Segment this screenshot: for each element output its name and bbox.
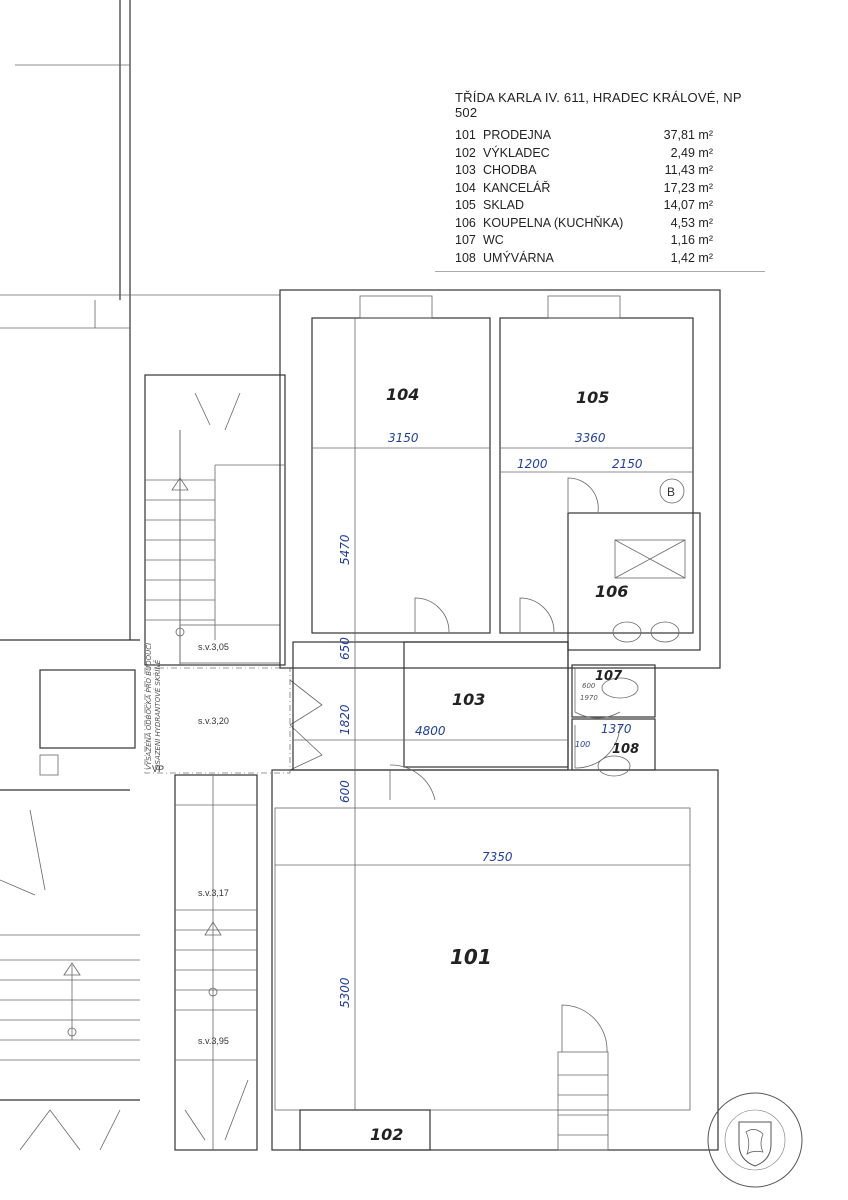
washbasin-icon (597, 755, 631, 777)
staircase-lower: s.v.3,17 s.v.3,95 (174, 774, 258, 1151)
landing: s.v.3,20 VYSAZENÁ ODBOČKA PRO BUDOUCÍ OS… (144, 642, 323, 774)
dimension-label: 7350 (482, 850, 513, 864)
room-name: PRODEJNA (483, 128, 552, 142)
stair-level-label: s.v.3,17 (198, 888, 229, 898)
room-name: KANCELÁŘ (483, 180, 551, 195)
sink-icon (612, 621, 642, 643)
dimension-label: 3150 (388, 431, 419, 445)
legend-title: TŘÍDA KARLA IV. 611, HRADEC KRÁLOVÉ, NP … (455, 90, 742, 120)
engineer-stamp (707, 1092, 803, 1188)
left-stairs (0, 809, 140, 1151)
dimension-label: 1200 (517, 457, 548, 471)
room-area: 1,16 m² (670, 233, 713, 247)
room-label-106: 106 (595, 582, 628, 601)
room-name: SKLAD (483, 198, 524, 212)
room-name: KOUPELNA (KUCHŇKA) (483, 215, 624, 230)
room-area: 37,81 m² (663, 128, 713, 142)
room-area: 1,42 m² (670, 250, 713, 265)
legend-row: 102 VÝKLADEC 2,49 m² (455, 146, 765, 164)
legend-row: 106 KOUPELNA (KUCHŇKA) 4,53 m² (455, 216, 765, 234)
door-size-label: 1970 (580, 694, 598, 702)
room-name: CHODBA (483, 163, 537, 177)
room-name: UMÝVÁRNA (483, 250, 554, 265)
room-label-108: 108 (612, 742, 639, 757)
hydrant-note: VYSAZENÁ ODBOČKA PRO BUDOUCÍ (144, 642, 153, 770)
door-size-label: 600 (582, 682, 596, 690)
legend-row: 104 KANCELÁŘ 17,23 m² (455, 181, 765, 199)
dimension-labels: 3150 3360 1200 2150 5470 650 1820 4800 6… (338, 431, 643, 1008)
dimension-label: 1370 (601, 722, 632, 736)
room-code: 101 (455, 128, 476, 142)
room-area: 4,53 m² (670, 215, 713, 230)
room-area: 14,07 m² (663, 198, 713, 212)
dimension-label: 3360 (575, 431, 606, 445)
room-label-101: 101 (450, 945, 492, 969)
room-code: 105 (455, 198, 476, 212)
stair-level-label: s.v.3,20 (198, 716, 229, 726)
sink-icon (650, 621, 680, 643)
dimension-label: 1820 (338, 704, 352, 735)
fixtures: B (597, 478, 685, 777)
room-code: 107 (455, 233, 476, 247)
room-schedule: TŘÍDA KARLA IV. 611, HRADEC KRÁLOVÉ, NP … (455, 90, 765, 268)
room-name: VÝKLADEC (483, 145, 550, 160)
room-label-102: 102 (370, 1125, 403, 1144)
staircase-upper: s.v.3,05 (144, 374, 286, 666)
doors (389, 477, 621, 1053)
legend-divider (435, 271, 765, 272)
toilet-icon (601, 677, 639, 699)
boiler-icon (659, 478, 685, 504)
room-name: WC (483, 233, 504, 247)
dimension-lines (275, 318, 693, 1110)
dimension-label: 5300 (338, 977, 352, 1008)
room-code: 106 (455, 215, 476, 230)
stair-level-label: s.v.3,05 (198, 642, 229, 652)
dimension-label: 5470 (338, 534, 352, 565)
dimension-label: 4800 (415, 724, 446, 738)
room-area: 2,49 m² (670, 145, 713, 160)
legend-row: 108 UMÝVÁRNA 1,42 m² (455, 251, 765, 269)
room-label-104: 104 (386, 385, 419, 404)
room-area: 17,23 m² (663, 180, 713, 195)
room-code: 102 (455, 145, 476, 160)
room-label-107: 107 (595, 669, 623, 684)
room-labels: 104 105 106 103 107 108 101 102 (370, 385, 639, 1144)
room-label-105: 105 (576, 388, 609, 407)
boiler-label: B (667, 485, 675, 499)
room-area: 11,43 m² (664, 163, 713, 177)
vp-label: VP (152, 764, 164, 774)
room-code: 104 (455, 180, 476, 195)
dimension-label: 2150 (612, 457, 643, 471)
legend-row: 105 SKLAD 14,07 m² (455, 198, 765, 216)
legend-row: 101 PRODEJNA 37,81 m² (455, 128, 765, 146)
room-label-103: 103 (452, 690, 485, 709)
dimension-label: 600 (338, 780, 352, 803)
hydrant-note: OSAZENÍ HYDRANTOVÉ SKŘÍNĚ (153, 659, 162, 770)
legend-row: 107 WC 1,16 m² (455, 233, 765, 251)
unit-walls (271, 289, 721, 1151)
dimension-label: 100 (575, 740, 590, 749)
room-code: 103 (455, 163, 476, 177)
room-code: 108 (455, 250, 476, 265)
dimension-label: 650 (338, 637, 352, 660)
stair-level-label: s.v.3,95 (198, 1036, 229, 1046)
legend-row: 103 CHODBA 11,43 m² (455, 163, 765, 181)
neighbor-walls (0, 0, 280, 1101)
